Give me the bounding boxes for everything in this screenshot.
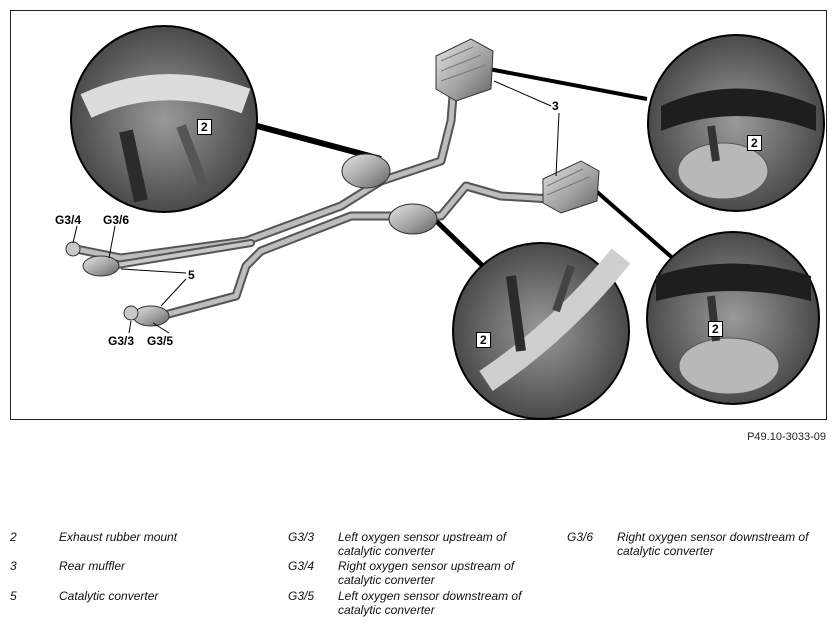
magnifier-top-right: [647, 34, 825, 212]
magnifier-leader-bottom-right: [594, 189, 678, 263]
sensor-g34-icon: [65, 241, 81, 257]
callout-g34: G3/4: [55, 213, 82, 227]
legend-code: G3/6: [567, 530, 594, 544]
callout-g36: G3/6: [103, 213, 130, 227]
legend-text-line2: catalytic converter: [338, 544, 435, 558]
legend-text: Exhaust rubber mount: [59, 530, 178, 544]
catalytic-converter-right: [82, 255, 120, 277]
legend-text-line2: catalytic converter: [617, 544, 714, 558]
center-resonator-lower: [388, 203, 438, 235]
magnifier-bottom-middle: [452, 242, 631, 420]
center-resonator-upper: [341, 153, 391, 189]
legend-text-line2: catalytic converter: [338, 603, 435, 617]
magnifier-leader-top-right: [488, 67, 648, 101]
callout-g33: G3/3: [108, 334, 135, 348]
magnifier-bottom-right: [646, 231, 820, 405]
magnifier-leader-bottom-middle: [429, 214, 488, 271]
callout-2-bottom-middle: 2: [476, 332, 491, 348]
legend-code: G3/4: [288, 559, 315, 573]
legend-text-line1: Left oxygen sensor downstream of: [338, 589, 522, 603]
callout-3: 3: [552, 99, 559, 113]
callout-2-top-right: 2: [747, 135, 762, 151]
legend-text-line1: Right oxygen sensor downstream of: [617, 530, 809, 544]
legend-text-line1: Right oxygen sensor upstream of: [338, 559, 515, 573]
exhaust-system-illustration: [65, 25, 825, 420]
sensor-g33-icon: [123, 305, 139, 321]
legend-text: Rear muffler: [59, 559, 126, 573]
legend-text-line1: Left oxygen sensor upstream of: [338, 530, 507, 544]
rear-muffler-lower: [542, 160, 600, 214]
diagram-frame: G3/4 G3/6 5 G3/3 G3/5 3 2 2 2 2: [10, 10, 827, 420]
callout-5: 5: [188, 268, 195, 282]
legend-text: Catalytic converter: [59, 589, 159, 603]
callout-2-top-left: 2: [197, 119, 212, 135]
reference-code: P49.10-3033-09: [747, 431, 826, 443]
callout-g35: G3/5: [147, 334, 174, 348]
legend-code: 5: [10, 589, 17, 603]
legend-text-line2: catalytic converter: [338, 573, 435, 587]
legend-code: 2: [10, 530, 17, 544]
legend-code: G3/3: [288, 530, 315, 544]
legend-code: G3/5: [288, 589, 315, 603]
callout-2-bottom-right: 2: [708, 321, 723, 337]
magnifier-top-left: [70, 25, 258, 213]
callout-leaders: [72, 80, 560, 334]
rear-muffler-upper: [435, 38, 494, 102]
magnifier-leader-top-left: [245, 120, 382, 162]
catalytic-converter-left: [132, 305, 170, 327]
legend-code: 3: [10, 559, 17, 573]
